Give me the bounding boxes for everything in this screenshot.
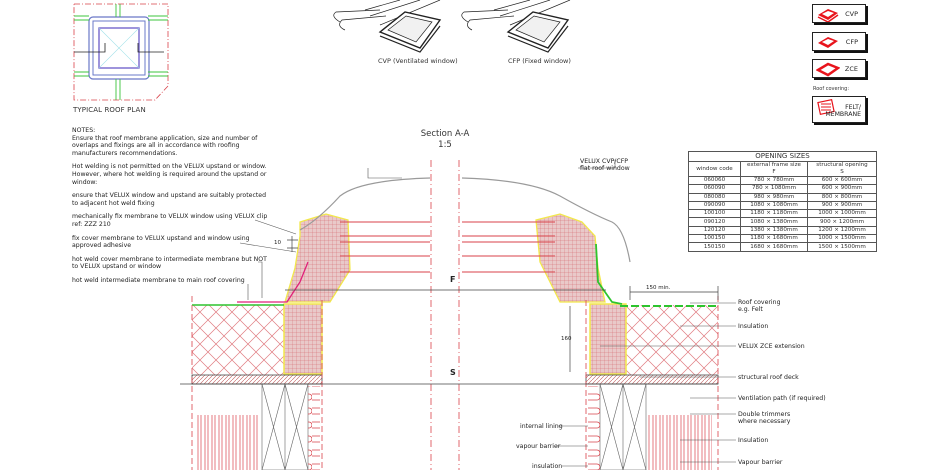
cvp-caption: CVP (Ventilated window) <box>378 57 458 65</box>
callout-insulation-roof: Insulation <box>738 323 769 330</box>
dimension-F: F <box>450 275 456 284</box>
legend-cvp-label: CVP <box>845 9 858 18</box>
section-name: Section A-A <box>420 129 470 139</box>
note-3: ensure that VELUX window and upstand are… <box>72 192 267 207</box>
callout-zce-extension: VELUX ZCE extension <box>738 343 805 350</box>
cvp-product-illustration <box>333 0 442 53</box>
callout-internal-lining: internal lining <box>520 423 563 430</box>
note-7: hot weld intermediate membrane to main r… <box>72 276 245 284</box>
callout-double-trimmers: Double trimmers where necessary <box>738 411 790 426</box>
legend-cvp-button[interactable]: CVP <box>812 4 866 23</box>
dimension-lines <box>180 236 719 385</box>
zce-extension-icon <box>816 62 840 76</box>
callout-vapour-barrier: Vapour barrier <box>738 459 783 466</box>
callout-inner-insulation: insulation <box>532 463 563 470</box>
felt-label-line2: MEMBRANE <box>825 111 861 118</box>
cfp-window-icon <box>818 36 838 48</box>
callout-line: VELUX CVP/CFP <box>580 158 628 165</box>
callout-structural-deck: structural roof deck <box>738 374 799 381</box>
note-5: fix cover membrane to VELUX upstand and … <box>72 234 250 250</box>
callout-line: where necessary <box>738 418 791 426</box>
notes-block: NOTES: Ensure that roof membrane applica… <box>72 127 272 291</box>
dimension-S: S <box>450 368 456 377</box>
table-title: OPENING SIZES <box>688 151 877 162</box>
note-2: Hot welding is not permitted on the VELU… <box>72 163 267 186</box>
opening-sizes-table: OPENING SIZES window code external frame… <box>688 151 877 252</box>
callout-line: flat roof window <box>580 165 630 173</box>
callout-ventilation-path: Ventilation path (if required) <box>738 395 826 402</box>
note-1: Ensure that roof membrane application, s… <box>72 134 258 157</box>
callout-line: Roof covering <box>738 299 781 306</box>
legend-zce-button[interactable]: ZCE <box>812 59 866 78</box>
felt-label-line1: FELT/ <box>845 104 861 111</box>
note-4: mechanically fix membrane to VELUX windo… <box>72 213 268 228</box>
col-header-window-code: window code <box>688 161 741 177</box>
callout-line: Double trimmers <box>738 411 791 418</box>
typical-roof-plan <box>73 3 169 101</box>
cvp-window-icon <box>817 8 839 22</box>
cfp-caption: CFP (Fixed window) <box>508 57 571 65</box>
callout-line: e.g. Felt <box>738 306 763 314</box>
roof-plan-caption: TYPICAL ROOF PLAN <box>73 106 146 114</box>
callout-insulation-wall: Insulation <box>738 437 769 444</box>
legend-zce-label: ZCE <box>844 64 858 73</box>
cfp-product-illustration <box>461 0 571 53</box>
callout-roof-covering: Roof covering e.g. Felt <box>738 299 781 314</box>
notes-heading: NOTES: <box>72 127 96 134</box>
callout-flat-roof-window: VELUX CVP/CFP flat roof window <box>580 158 630 173</box>
legend-cfp-button[interactable]: CFP <box>812 32 866 51</box>
dimension-150min: 150 min. <box>646 285 671 291</box>
callout-inner-vapour-barrier: vapour barrier <box>516 443 561 450</box>
section-title: Section A-A 1:5 <box>400 129 490 151</box>
dimension-160: 160 <box>561 336 572 342</box>
dimension-10: 10 <box>274 240 281 246</box>
section-scale: 1:5 <box>438 140 452 150</box>
legend-cfp-label: CFP <box>845 37 858 46</box>
note-6: hot weld cover membrane to intermediate … <box>72 255 267 271</box>
legend-felt-membrane-button[interactable]: FELT/ MEMBRANE <box>812 96 866 123</box>
roof-covering-label: Roof covering: <box>813 86 850 92</box>
felt-membrane-icon <box>817 99 835 116</box>
